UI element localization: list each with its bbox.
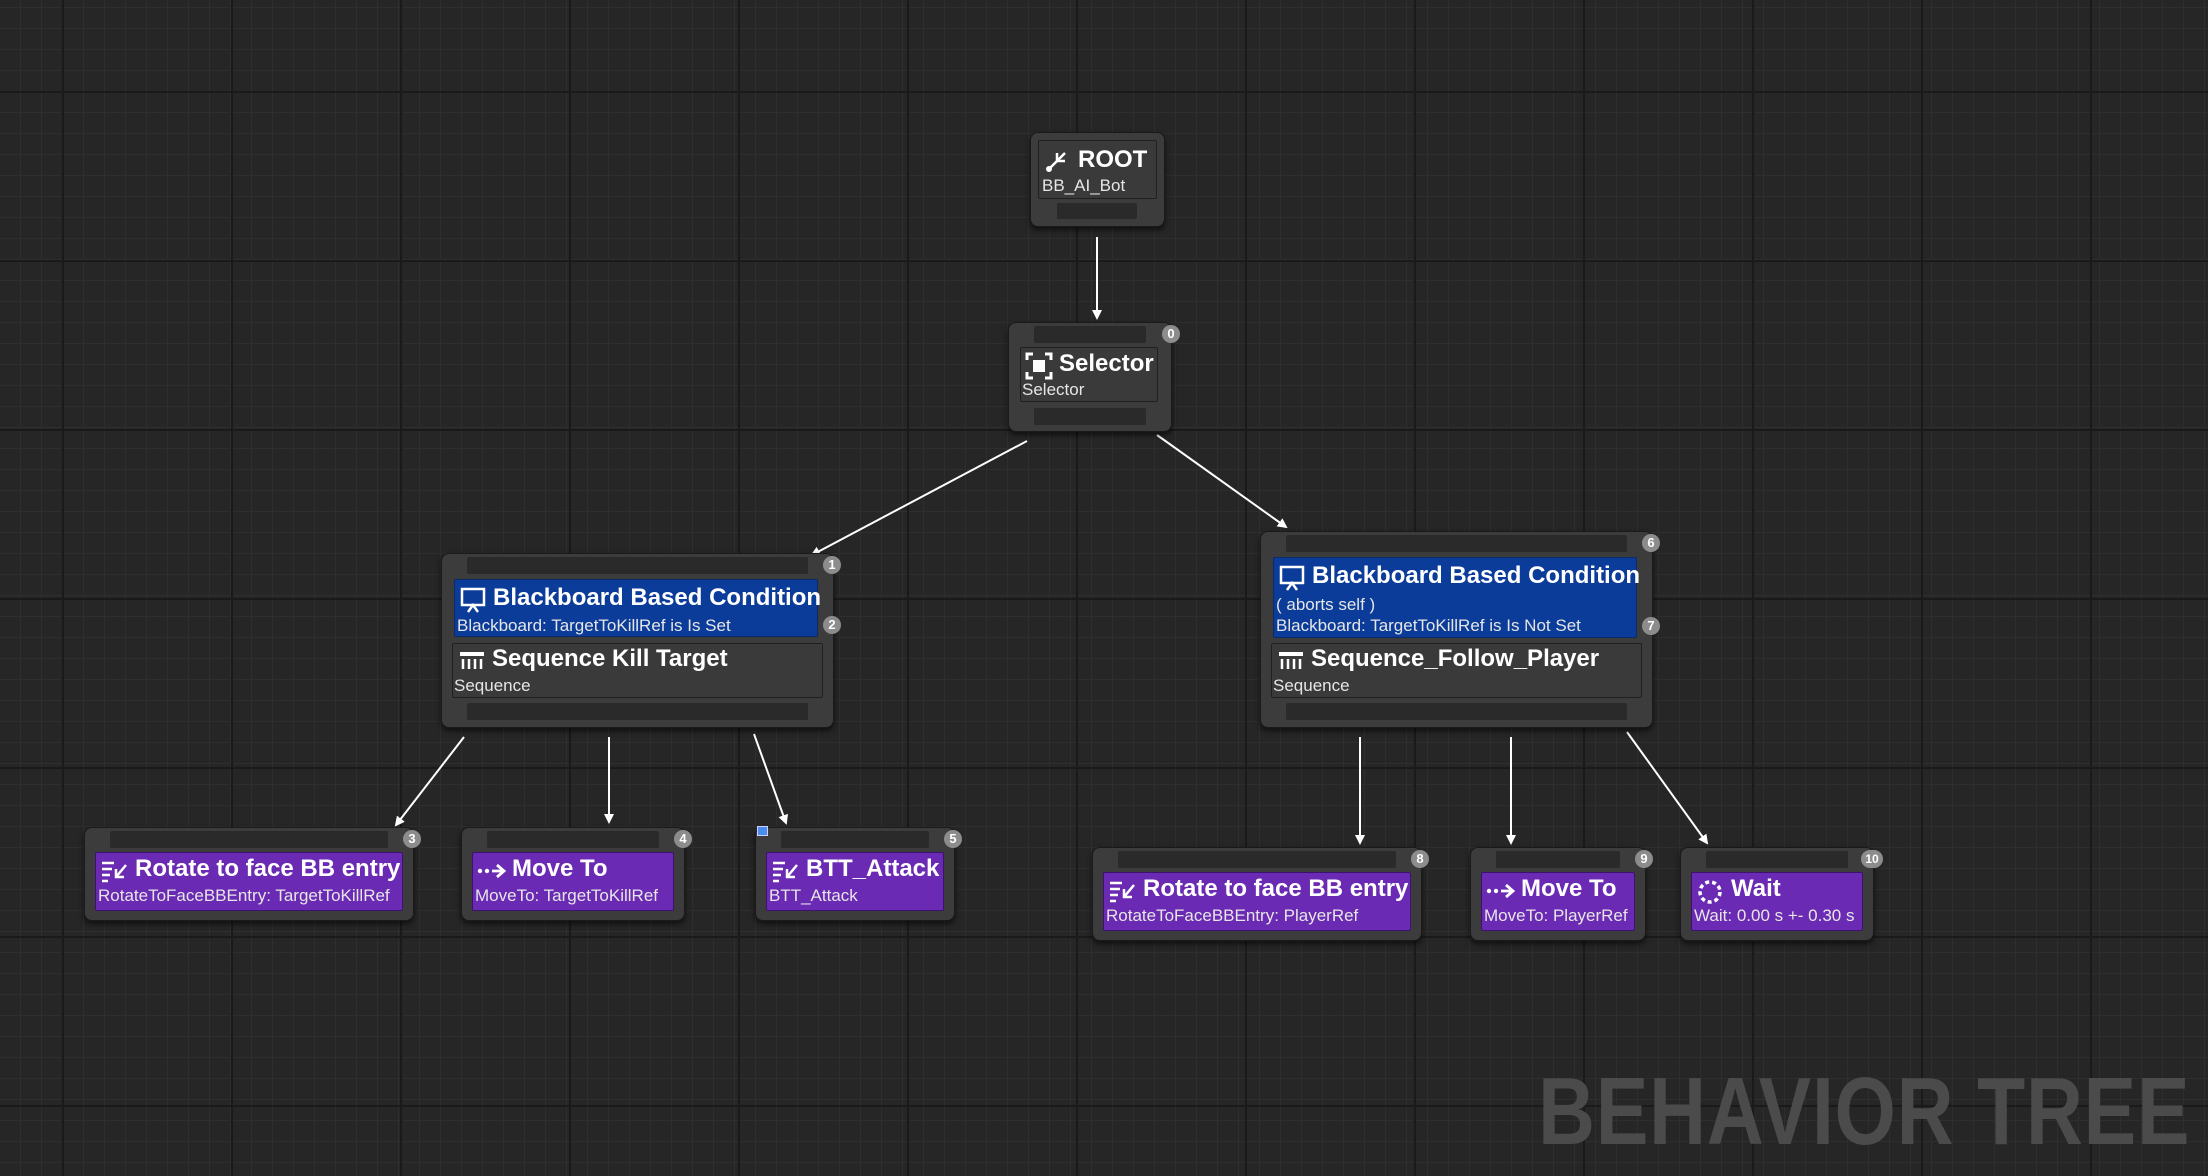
task-rotate-target-subtitle: RotateToFaceBBEntry: TargetToKillRef (98, 886, 390, 905)
edge-seq-kill-task3 (394, 736, 465, 827)
task-moveto-player-node[interactable]: Move To MoveTo: PlayerRef 9 (1470, 847, 1653, 941)
seq-follow-player-node[interactable]: Blackboard Based Condition ( aborts self… (1260, 531, 1660, 728)
task-moveto-target-subtitle: MoveTo: TargetToKillRef (475, 886, 658, 905)
seq-kill-decorator-index-badge: 2 (823, 616, 841, 634)
task-moveto-target-input-pin[interactable] (487, 831, 659, 848)
edge-selector-seq-follow (1156, 434, 1288, 529)
selector-input-pin[interactable] (1034, 326, 1146, 343)
root-output-pin[interactable] (1057, 203, 1137, 219)
task-wait-node[interactable]: Wait Wait: 0.00 s +- 0.30 s 10 (1680, 847, 1883, 941)
edge-selector-seq-kill (810, 440, 1028, 556)
edge-seq-follow-task10 (1626, 731, 1709, 845)
task-moveto-player-index-badge: 9 (1635, 850, 1653, 868)
seq-kill-index-badge: 1 (823, 556, 841, 574)
seq-kill-body (452, 643, 823, 698)
seq-kill-decorator-line: Blackboard: TargetToKillRef is Is Set (457, 616, 731, 635)
graph-type-watermark: BEHAVIOR TREE (1537, 1058, 2190, 1165)
task-attack-subtitle: BTT_Attack (769, 886, 858, 905)
selector-output-pin[interactable] (1034, 408, 1146, 425)
seq-follow-decorator-title: Blackboard Based Condition (1312, 562, 1641, 589)
seq-follow-index-badge: 6 (1642, 534, 1660, 552)
task-rotate-player-input-pin[interactable] (1118, 851, 1396, 868)
task-moveto-player-input-pin[interactable] (1496, 851, 1620, 868)
task-rotate-player-node[interactable]: Rotate to face BB entry RotateToFaceBBEn… (1092, 847, 1429, 941)
seq-follow-decorator-line: Blackboard: TargetToKillRef is Is Not Se… (1276, 616, 1581, 635)
rotate-icon (1108, 879, 1136, 908)
custom-task-icon (771, 859, 799, 888)
task-wait-subtitle: Wait: 0.00 s +- 0.30 s (1694, 906, 1855, 925)
task-attack-body (766, 852, 944, 911)
rotate-icon (100, 859, 128, 888)
seq-follow-decorator-index-badge: 7 (1642, 617, 1660, 635)
seq-follow-title: Sequence_Follow_Player (1311, 645, 1600, 672)
root-icon (1045, 149, 1069, 178)
task-rotate-target-body (95, 852, 403, 911)
seq-follow-body (1271, 643, 1642, 698)
seq-kill-input-pin[interactable] (467, 557, 808, 574)
blackboard-icon (1279, 565, 1305, 596)
move-to-icon (1486, 881, 1516, 906)
task-wait-body (1691, 872, 1863, 931)
task-rotate-target-input-pin[interactable] (110, 831, 388, 848)
seq-follow-output-pin[interactable] (1286, 703, 1627, 720)
selector-index-badge: 0 (1162, 325, 1180, 343)
task-rotate-player-subtitle: RotateToFaceBBEntry: PlayerRef (1106, 906, 1359, 925)
task-rotate-target-title: Rotate to face BB entry (135, 855, 401, 882)
task-rotate-target-index-badge: 3 (403, 830, 421, 848)
edge-seq-kill-task5 (753, 733, 788, 825)
selector-title: Selector (1059, 350, 1154, 377)
task-rotate-player-index-badge: 8 (1411, 850, 1429, 868)
selector-subtitle: Selector (1022, 380, 1085, 399)
selector-body (1020, 347, 1158, 402)
breakpoint-flag-icon[interactable] (757, 826, 768, 836)
seq-follow-decorator-aborts: ( aborts self ) (1276, 595, 1376, 614)
blackboard-icon (460, 587, 486, 618)
task-attack-input-pin[interactable] (781, 831, 929, 848)
seq-kill-title: Sequence Kill Target (492, 645, 728, 672)
seq-follow-decorator[interactable] (1273, 557, 1637, 638)
seq-follow-input-pin[interactable] (1286, 535, 1627, 552)
selector-icon (1025, 352, 1053, 385)
seq-kill-target-node[interactable]: Blackboard Based Condition Blackboard: T… (441, 553, 841, 728)
task-moveto-player-subtitle: MoveTo: PlayerRef (1484, 906, 1628, 925)
move-to-icon (477, 861, 507, 886)
task-moveto-player-body (1481, 872, 1635, 931)
task-attack-title: BTT_Attack (806, 855, 940, 882)
root-subtitle: BB_AI_Bot (1042, 176, 1126, 195)
task-moveto-target-title: Move To (512, 855, 608, 882)
task-wait-input-pin[interactable] (1706, 851, 1848, 868)
task-attack-node[interactable]: BTT_Attack BTT_Attack 5 (755, 826, 962, 921)
seq-kill-subtitle: Sequence (454, 676, 531, 695)
seq-kill-decorator[interactable] (454, 579, 818, 637)
root-body (1038, 140, 1157, 199)
task-moveto-target-index-badge: 4 (674, 830, 692, 848)
task-rotate-player-title: Rotate to face BB entry (1143, 875, 1409, 902)
task-rotate-player-body (1103, 872, 1411, 931)
wait-icon (1696, 878, 1724, 911)
selector-node[interactable]: Selector Selector 0 (1008, 322, 1180, 432)
task-moveto-target-body (472, 852, 674, 911)
task-moveto-player-title: Move To (1521, 875, 1617, 902)
task-wait-title: Wait (1731, 875, 1781, 902)
root-title: ROOT (1078, 146, 1148, 173)
sequence-icon (1277, 649, 1305, 678)
seq-follow-subtitle: Sequence (1273, 676, 1350, 695)
sequence-icon (458, 649, 486, 678)
seq-kill-decorator-title: Blackboard Based Condition (493, 584, 822, 611)
task-moveto-target-node[interactable]: Move To MoveTo: TargetToKillRef 4 (461, 827, 692, 921)
root-node[interactable]: ROOT BB_AI_Bot (1030, 132, 1165, 227)
seq-kill-output-pin[interactable] (467, 703, 808, 720)
task-attack-index-badge: 5 (944, 830, 962, 848)
task-rotate-target-node[interactable]: Rotate to face BB entry RotateToFaceBBEn… (84, 827, 421, 921)
task-wait-index-badge: 10 (1861, 850, 1883, 868)
